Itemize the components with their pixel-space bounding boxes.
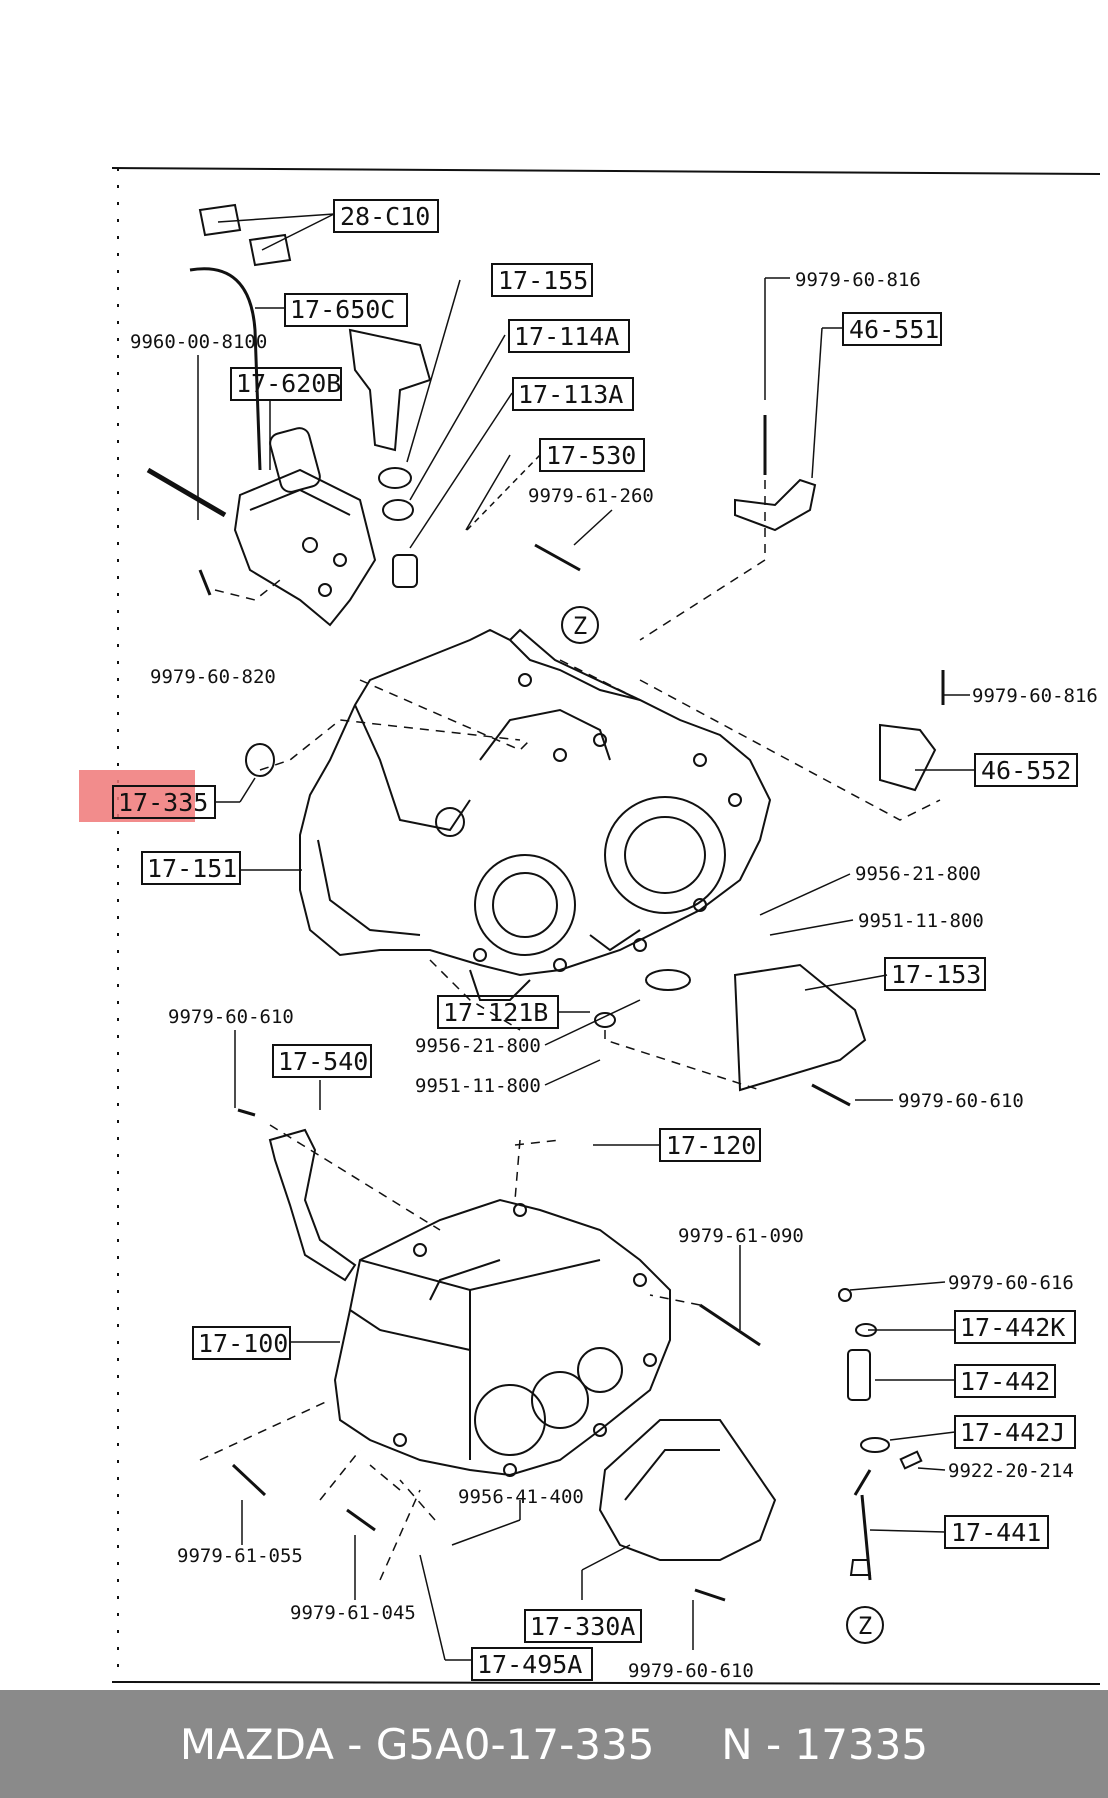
diagram-frame <box>111 167 1101 1685</box>
callout-17-121b: 17-121B <box>437 995 559 1029</box>
svg-text:Z: Z <box>858 1612 872 1640</box>
label-9979-60-616: 9979-60-616 <box>948 1272 1074 1294</box>
shift-fork-drawing <box>348 328 432 452</box>
seals-and-bushings-drawing <box>245 467 691 1028</box>
callout-17-540: 17-540 <box>272 1044 372 1078</box>
svg-text:17-530: 17-530 <box>546 441 636 470</box>
label-9979-61-090: 9979-61-090 <box>678 1225 804 1247</box>
callout-17-155: 17-155 <box>491 263 593 297</box>
callout-17-495a: 17-495A <box>471 1647 593 1681</box>
label-9922-20-214: 9922-20-214 <box>948 1460 1074 1482</box>
callout-17-153: 17-153 <box>884 957 986 991</box>
callout-17-114a: 17-114A <box>508 319 630 353</box>
label-9951-11-800-right: 9951-11-800 <box>858 910 984 932</box>
callout-17-441: 17-441 <box>944 1515 1049 1549</box>
label-9979-61-260: 9979-61-260 <box>528 485 654 507</box>
callout-17-530: 17-530 <box>539 438 645 472</box>
footer-gap <box>654 1720 721 1769</box>
label-9956-21-800-center: 9956-21-800 <box>415 1035 541 1057</box>
label-9960-00-8100: 9960-00-8100 <box>130 331 267 353</box>
svg-text:17-540: 17-540 <box>278 1047 368 1076</box>
leader-lines <box>197 213 975 1661</box>
callout-46-551: 46-551 <box>842 312 942 346</box>
svg-text:Z: Z <box>573 612 587 640</box>
svg-text:17-153: 17-153 <box>891 960 981 989</box>
label-9979-60-820: 9979-60-820 <box>150 666 276 688</box>
bolts-drawing <box>198 415 945 1602</box>
callout-46-552: 46-552 <box>974 753 1078 787</box>
footer-separator-2: - <box>752 1719 795 1769</box>
svg-text:17-113A: 17-113A <box>518 380 623 409</box>
callout-17-335: 17-335 <box>112 785 216 819</box>
footer-brand: MAZDA <box>179 1719 334 1769</box>
svg-text:17-121B: 17-121B <box>443 998 548 1027</box>
label-9956-21-800-right: 9956-21-800 <box>855 863 981 885</box>
svg-text:17-100: 17-100 <box>198 1329 288 1358</box>
target-part-highlight <box>79 770 195 822</box>
label-9979-61-045: 9979-61-045 <box>290 1602 416 1624</box>
svg-text:17-650C: 17-650C <box>290 295 395 324</box>
svg-text:46-552: 46-552 <box>981 756 1071 785</box>
callout-17-442k: 17-442K <box>954 1310 1076 1344</box>
svg-text:17-441: 17-441 <box>951 1518 1041 1547</box>
svg-text:46-551: 46-551 <box>849 315 939 344</box>
callout-17-120: 17-120 <box>659 1128 761 1162</box>
footer-part-number: G5A0-17-335 <box>375 1719 655 1769</box>
svg-text:17-495A: 17-495A <box>477 1650 582 1679</box>
svg-text:17-155: 17-155 <box>498 266 588 295</box>
footer-separator: - <box>333 1719 376 1769</box>
shift-actuator-drawing <box>146 203 377 627</box>
part-info-footer: MAZDA - G5A0-17-335 N - 17335 <box>0 1690 1108 1798</box>
cover-drawing <box>598 1419 777 1561</box>
footer-n-number: 17335 <box>794 1719 929 1769</box>
svg-text:17-442J: 17-442J <box>960 1418 1065 1447</box>
svg-text:28-C10: 28-C10 <box>340 202 430 231</box>
speedometer-parts-drawing <box>838 1288 923 1576</box>
lever-drawing <box>268 1128 357 1282</box>
callout-17-650c: 17-650C <box>284 293 408 327</box>
label-9979-61-055: 9979-61-055 <box>177 1545 303 1567</box>
z-marker-top: Z <box>561 606 599 644</box>
transmission-case-drawing <box>333 1198 671 1477</box>
svg-text:17-442K: 17-442K <box>960 1313 1065 1342</box>
label-9979-60-816-mid: 9979-60-816 <box>972 685 1098 707</box>
svg-text:17-620B: 17-620B <box>236 369 341 398</box>
callout-17-151: 17-151 <box>141 851 241 885</box>
callout-17-442: 17-442 <box>954 1364 1056 1398</box>
callout-17-100: 17-100 <box>192 1326 291 1360</box>
callout-17-620b: 17-620B <box>230 367 342 401</box>
footer-n-label: N <box>721 1719 753 1769</box>
assembly-guide-lines <box>199 480 941 1581</box>
exploded-parts-diagram: Z Z 28-C10 17-650C 17-620B 17-155 17-114… <box>79 167 1101 1685</box>
svg-text:17-330A: 17-330A <box>530 1612 635 1641</box>
svg-text:17-335: 17-335 <box>118 788 208 817</box>
svg-text:17-114A: 17-114A <box>514 322 619 351</box>
callout-17-330a: 17-330A <box>524 1609 642 1643</box>
callout-17-442j: 17-442J <box>954 1415 1076 1449</box>
label-9956-41-400: 9956-41-400 <box>458 1486 584 1508</box>
clutch-housing-drawing <box>299 628 772 1001</box>
callout-28-c10: 28-C10 <box>333 199 439 233</box>
label-9979-60-816-top: 9979-60-816 <box>795 269 921 291</box>
callout-17-113a: 17-113A <box>512 377 634 411</box>
label-9979-60-610-right: 9979-60-610 <box>898 1090 1024 1112</box>
z-marker-bottom: Z <box>846 1606 884 1644</box>
svg-text:17-120: 17-120 <box>666 1131 756 1160</box>
svg-text:17-151: 17-151 <box>147 854 237 883</box>
label-9979-60-610-left: 9979-60-610 <box>168 1006 294 1028</box>
svg-text:17-442: 17-442 <box>960 1367 1050 1396</box>
label-9951-11-800-center: 9951-11-800 <box>415 1075 541 1097</box>
label-9979-60-610-bottom: 9979-60-610 <box>628 1660 754 1682</box>
bracket-drawing <box>733 478 937 1092</box>
